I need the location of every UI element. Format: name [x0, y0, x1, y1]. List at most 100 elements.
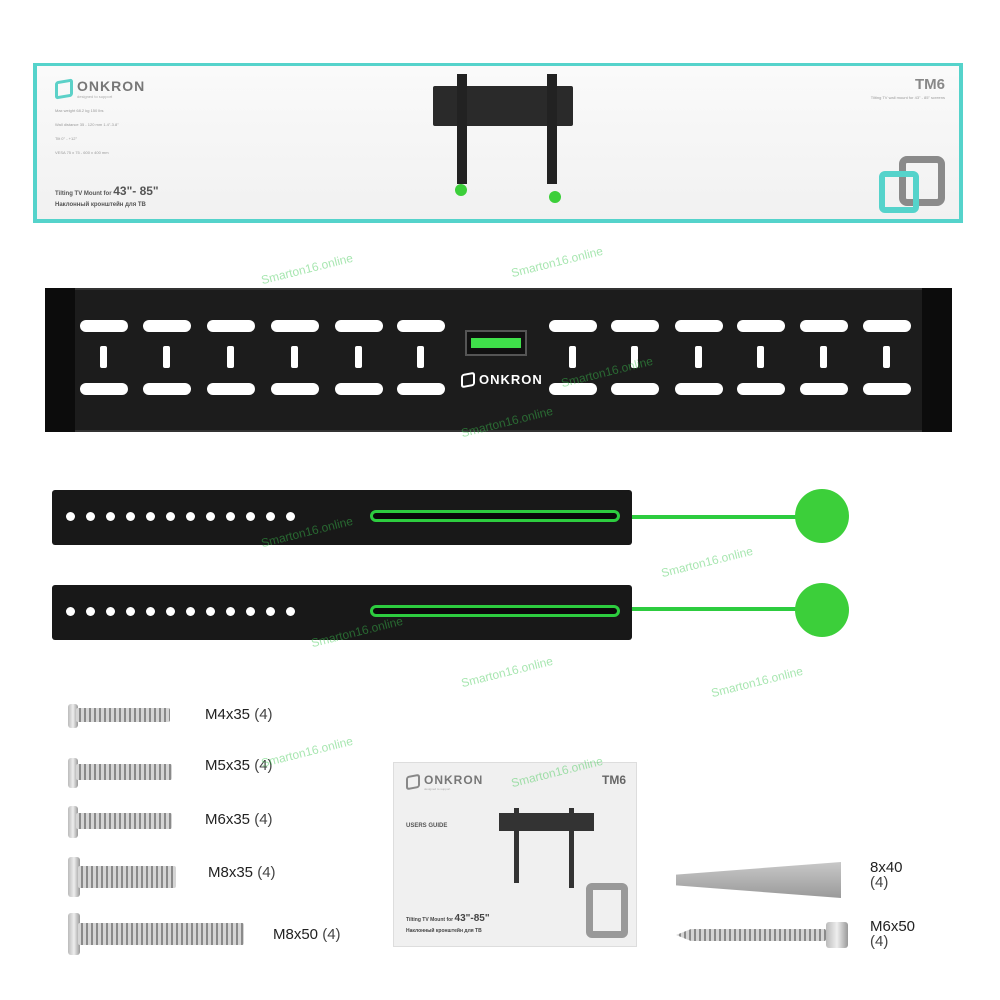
wall-anchor-8x40 [676, 862, 841, 898]
keyhole-slot [820, 346, 827, 368]
title-ru: Наклонный кронштейн для ТВ [55, 202, 146, 208]
label-m8x35: M8x35 (4) [208, 864, 276, 881]
adjustment-hole [226, 512, 235, 521]
manual-model: TM6 [602, 773, 626, 787]
users-guide-manual: ONKRON designed to support TM6 USERS GUI… [393, 762, 637, 947]
manual-logo: ONKRON designed to support [406, 773, 483, 791]
green-slot [370, 605, 620, 617]
label-m4x35: M4x35 (4) [205, 706, 273, 723]
onkron-logo-icon [55, 77, 73, 100]
box-knob [549, 191, 561, 203]
watermark: Smarton16.online [659, 543, 755, 581]
manual-title-ru: Наклонный кронштейн для ТВ [406, 928, 482, 934]
mounting-slot [271, 383, 319, 395]
manual-tagline: designed to support [424, 787, 451, 791]
size-range: 43"- 85" [113, 184, 159, 198]
adjustment-hole [106, 512, 115, 521]
tilt-arm-right [52, 585, 632, 640]
keyhole-slot [100, 346, 107, 368]
release-strap [632, 607, 802, 611]
bolt-head [826, 922, 848, 948]
adjustment-hole [146, 512, 155, 521]
box-logo: ONKRON designed to support [55, 77, 145, 100]
box-knob [455, 184, 467, 196]
adjustment-hole [286, 607, 295, 616]
adjustment-hole [226, 607, 235, 616]
label-m5x35: M5x35 (4) [205, 757, 273, 774]
release-knob [795, 489, 849, 543]
screw-m8x35 [78, 866, 176, 888]
mounting-slot [737, 383, 785, 395]
mounting-slot [863, 320, 911, 332]
keyhole-slot [291, 346, 298, 368]
mounting-slot [397, 383, 445, 395]
screw-m4x35 [76, 708, 170, 722]
screw-head [68, 758, 78, 788]
adjustment-hole [126, 607, 135, 616]
adjustment-hole [66, 512, 75, 521]
release-knob [795, 583, 849, 637]
green-slot [370, 510, 620, 522]
adjustment-hole [206, 512, 215, 521]
adjustment-hole [186, 607, 195, 616]
keyhole-slot [757, 346, 764, 368]
wall-plate: ONKRON [45, 288, 952, 432]
product-box: ONKRON designed to support Max weight 68… [33, 63, 963, 223]
plate-end-cap [922, 288, 952, 432]
spec-wall-distance: Wall distance 35 - 120 mm 1.4"-3.8" [55, 122, 119, 127]
watermark: Smarton16.online [259, 250, 355, 288]
adjustment-hole [266, 512, 275, 521]
mounting-slot [143, 383, 191, 395]
keyhole-slot [569, 346, 576, 368]
keyhole-slot [883, 346, 890, 368]
model: TM6 [915, 76, 945, 93]
screw-m8x50 [78, 923, 244, 945]
level-indicator [465, 330, 527, 356]
watermark: Smarton16.online [509, 243, 605, 281]
screw-m5x35 [76, 764, 172, 780]
label-m8x50: M8x50 (4) [273, 926, 341, 943]
box-subtitle: Tilting TV wall mount for 43" - 85" scre… [870, 95, 945, 100]
onkron-logo-icon [461, 371, 475, 388]
release-strap [632, 515, 802, 519]
adjustment-hole [106, 607, 115, 616]
adjustment-hole [66, 607, 75, 616]
manual-heading: USERS GUIDE [406, 823, 448, 829]
mounting-slot [335, 383, 383, 395]
tagline: designed to support [77, 94, 113, 99]
manual-arm [569, 808, 574, 888]
watermark: Smarton16.online [259, 733, 355, 771]
watermark: Smarton16.online [459, 653, 555, 691]
mounting-slot [863, 383, 911, 395]
mounting-slot [611, 320, 659, 332]
adjustment-hole [86, 607, 95, 616]
manual-arm [514, 808, 519, 883]
tilt-arm-left [52, 490, 632, 545]
label-m6x35: M6x35 (4) [205, 811, 273, 828]
mounting-slot [271, 320, 319, 332]
plate-logo: ONKRON [461, 371, 543, 388]
screw-head [68, 806, 78, 838]
watermark: Smarton16.online [709, 663, 805, 701]
adjustment-hole [186, 512, 195, 521]
mounting-slot [207, 383, 255, 395]
screw-head [68, 704, 78, 728]
keyhole-slot [355, 346, 362, 368]
onkron-logo-icon [406, 773, 420, 791]
keyhole-slot [417, 346, 424, 368]
adjustment-hole [86, 512, 95, 521]
mounting-slot [675, 383, 723, 395]
plate-end-cap [45, 288, 75, 432]
bubble-level [471, 338, 521, 348]
label-m6x50: M6x50(4) [870, 918, 916, 950]
screw-head [68, 913, 80, 955]
spec-list: Max weight 68.2 kg 150 lbs Wall distance… [55, 108, 135, 155]
mounting-slot [143, 320, 191, 332]
adjustment-hole [246, 607, 255, 616]
adjustment-hole [146, 607, 155, 616]
mounting-slot [800, 320, 848, 332]
label-8x40: 8x40(4) [870, 859, 903, 891]
keyhole-slot [631, 346, 638, 368]
mounting-slot [549, 320, 597, 332]
mounting-slot [80, 383, 128, 395]
